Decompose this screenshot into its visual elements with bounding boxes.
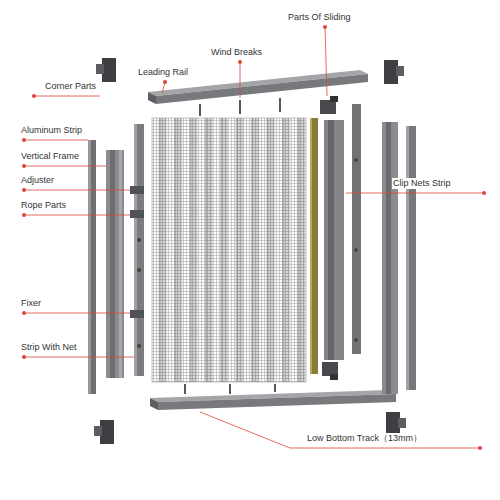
clip-nets-strip (324, 104, 416, 394)
vertical-frame (106, 150, 124, 378)
corner-parts (94, 58, 406, 444)
leader-dots (22, 25, 486, 450)
leader-lines (24, 27, 484, 448)
strip-with-net (130, 124, 144, 376)
pleated-net (152, 118, 306, 382)
clip-strip (310, 118, 318, 374)
sliding-parts (320, 96, 338, 380)
part-label: Vertical Frame (20, 151, 80, 162)
part-label: Wind Breaks (210, 47, 263, 58)
part-label: Parts Of Sliding (287, 12, 352, 23)
part-label: Rope Parts (20, 200, 67, 211)
part-label: Strip With Net (20, 342, 78, 353)
part-label: Adjuster (20, 175, 55, 186)
part-label: Clip Nets Strip (392, 178, 452, 189)
part-label: Aluminum Strip (20, 125, 83, 136)
part-label: Corner Parts (44, 81, 97, 92)
bottom-track (150, 390, 396, 410)
part-label: Low Bottom Track（13mm） (306, 433, 423, 444)
part-label: Leading Rail (137, 67, 189, 78)
wind-breaks (185, 98, 280, 394)
aluminum-strip (88, 140, 96, 394)
part-label: Fixer (20, 298, 42, 309)
